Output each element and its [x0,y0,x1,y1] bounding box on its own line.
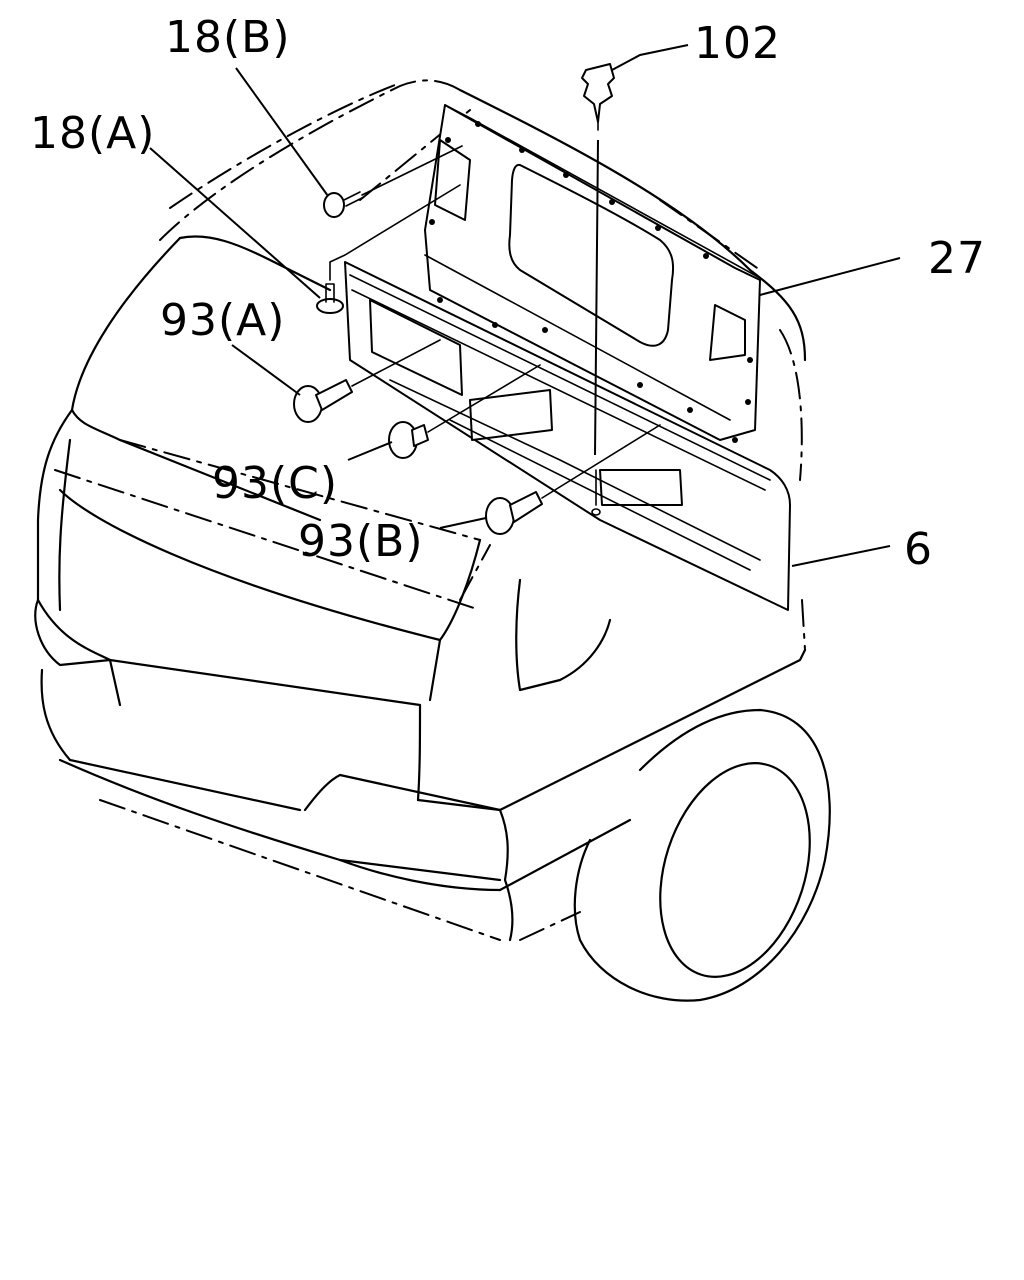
screw-93a [293,339,441,423]
callout-18b: 18(B) [165,12,291,63]
vehicle-body [34,79,831,1002]
callout-18a: 18(A) [30,108,155,159]
clip-102 [581,63,615,516]
callout-6: 6 [904,524,933,575]
callout-27: 27 [928,233,986,284]
callout-93a: 93(A) [160,295,285,346]
screw-18b [323,145,463,218]
trim-panel-27 [424,104,761,441]
leader-lines [149,44,901,567]
callout-102: 102 [694,18,781,69]
callout-93b: 93(B) [298,516,424,567]
screw-93b [485,424,661,535]
callout-93c: 93(C) [212,458,338,509]
screw-18a [316,184,461,314]
rear-panel-6 [344,261,791,611]
clip-93c [388,364,541,459]
